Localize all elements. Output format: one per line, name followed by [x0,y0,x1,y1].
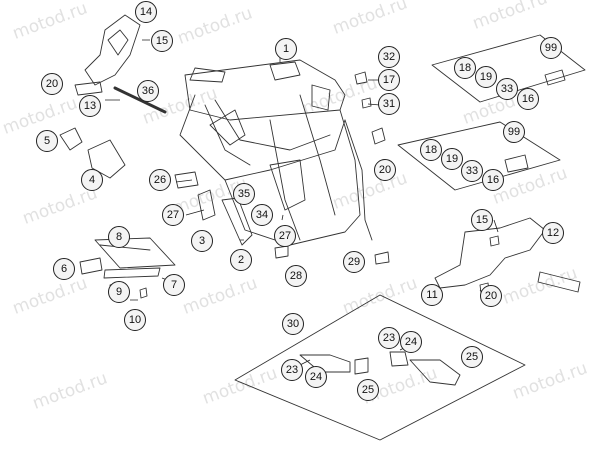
callout-18[interactable]: 18 [454,57,476,79]
frame-shock-mount [344,119,373,241]
left-footrest-detail [107,29,129,56]
callout-13[interactable]: 13 [79,95,101,117]
frame-brace [189,67,226,83]
callout-10[interactable]: 10 [124,309,146,331]
callout-30[interactable]: 30 [282,313,304,335]
kit-box-30 [234,294,526,441]
callout-24[interactable]: 24 [305,366,327,388]
callout-14[interactable]: 14 [135,1,157,23]
shock-left-end [354,357,369,375]
bolt-3 [274,245,289,259]
callout-4[interactable]: 4 [81,169,103,191]
callout-36[interactable]: 36 [137,80,159,102]
left-footrest-bracket [84,14,141,86]
right-footrest-bracket [434,217,546,289]
callout-6[interactable]: 6 [53,258,75,280]
bar-7 [103,267,161,279]
callout-9[interactable]: 9 [108,281,130,303]
callout-99[interactable]: 99 [540,37,562,59]
kit-box-99-top [431,34,586,103]
line-8 [99,244,151,251]
frame-cradle [224,109,361,246]
callout-99[interactable]: 99 [503,121,525,143]
callout-1[interactable]: 1 [275,38,297,60]
frame-inner-lines [204,99,331,166]
part-16-top [544,69,566,86]
callout-29[interactable]: 29 [343,251,365,273]
rod-36 [113,86,167,114]
callout-17[interactable]: 17 [378,69,400,91]
callout-27[interactable]: 27 [162,204,184,226]
bolt-5 [489,235,500,247]
kit-box-99-mid [397,121,561,191]
kit-box-8 [94,237,176,269]
bolt-1 [354,71,368,85]
callout-15[interactable]: 15 [151,30,173,52]
part-16-mid [504,154,529,173]
callout-5[interactable]: 5 [36,130,58,152]
sidestand [221,197,253,246]
mount-26 [174,171,199,189]
callout-7[interactable]: 7 [163,274,185,296]
callout-15[interactable]: 15 [471,209,493,231]
callout-3[interactable]: 3 [191,230,213,252]
callout-2[interactable]: 2 [230,249,252,271]
callout-35[interactable]: 35 [233,183,255,205]
frame-gusset [209,109,246,146]
callout-25[interactable]: 25 [357,379,379,401]
shock-right-end [389,351,409,367]
callout-33[interactable]: 33 [496,78,518,100]
sidestand-bracket [197,189,216,221]
callout-11[interactable]: 11 [421,284,443,306]
callout-16[interactable]: 16 [482,169,504,191]
callout-20[interactable]: 20 [374,159,396,181]
callout-26[interactable]: 26 [149,169,171,191]
callout-23[interactable]: 23 [378,327,400,349]
part-20-right [371,127,386,145]
plate-6 [79,257,103,275]
bolt-2 [361,97,372,109]
callout-33[interactable]: 33 [461,160,483,182]
frame-rear-section [269,94,336,241]
frame-top-tube [184,59,346,121]
bolt-7 [139,287,148,299]
bolt-4 [374,251,390,265]
callout-28[interactable]: 28 [285,265,307,287]
callout-20[interactable]: 20 [41,73,63,95]
callout-32[interactable]: 32 [378,46,400,68]
callout-20[interactable]: 20 [480,285,502,307]
callout-25[interactable]: 25 [461,346,483,368]
frame-side-bracket [269,159,306,211]
right-footrest-peg [537,271,581,293]
part-4 [87,139,126,179]
callout-31[interactable]: 31 [378,93,400,115]
callout-19[interactable]: 19 [441,148,463,170]
callout-19[interactable]: 19 [475,66,497,88]
callout-18[interactable]: 18 [420,139,442,161]
callout-16[interactable]: 16 [517,88,539,110]
callout-27[interactable]: 27 [274,225,296,247]
frame-front-plate [311,84,331,111]
callout-34[interactable]: 34 [251,204,273,226]
frame-top-lug [269,61,301,81]
callout-12[interactable]: 12 [542,222,564,244]
shock-right [409,359,461,386]
left-footrest-peg [74,81,103,96]
part-5 [59,127,83,151]
callout-8[interactable]: 8 [108,226,130,248]
frame-down-tube [179,94,346,181]
callout-24[interactable]: 24 [400,331,422,353]
callout-23[interactable]: 23 [281,359,303,381]
